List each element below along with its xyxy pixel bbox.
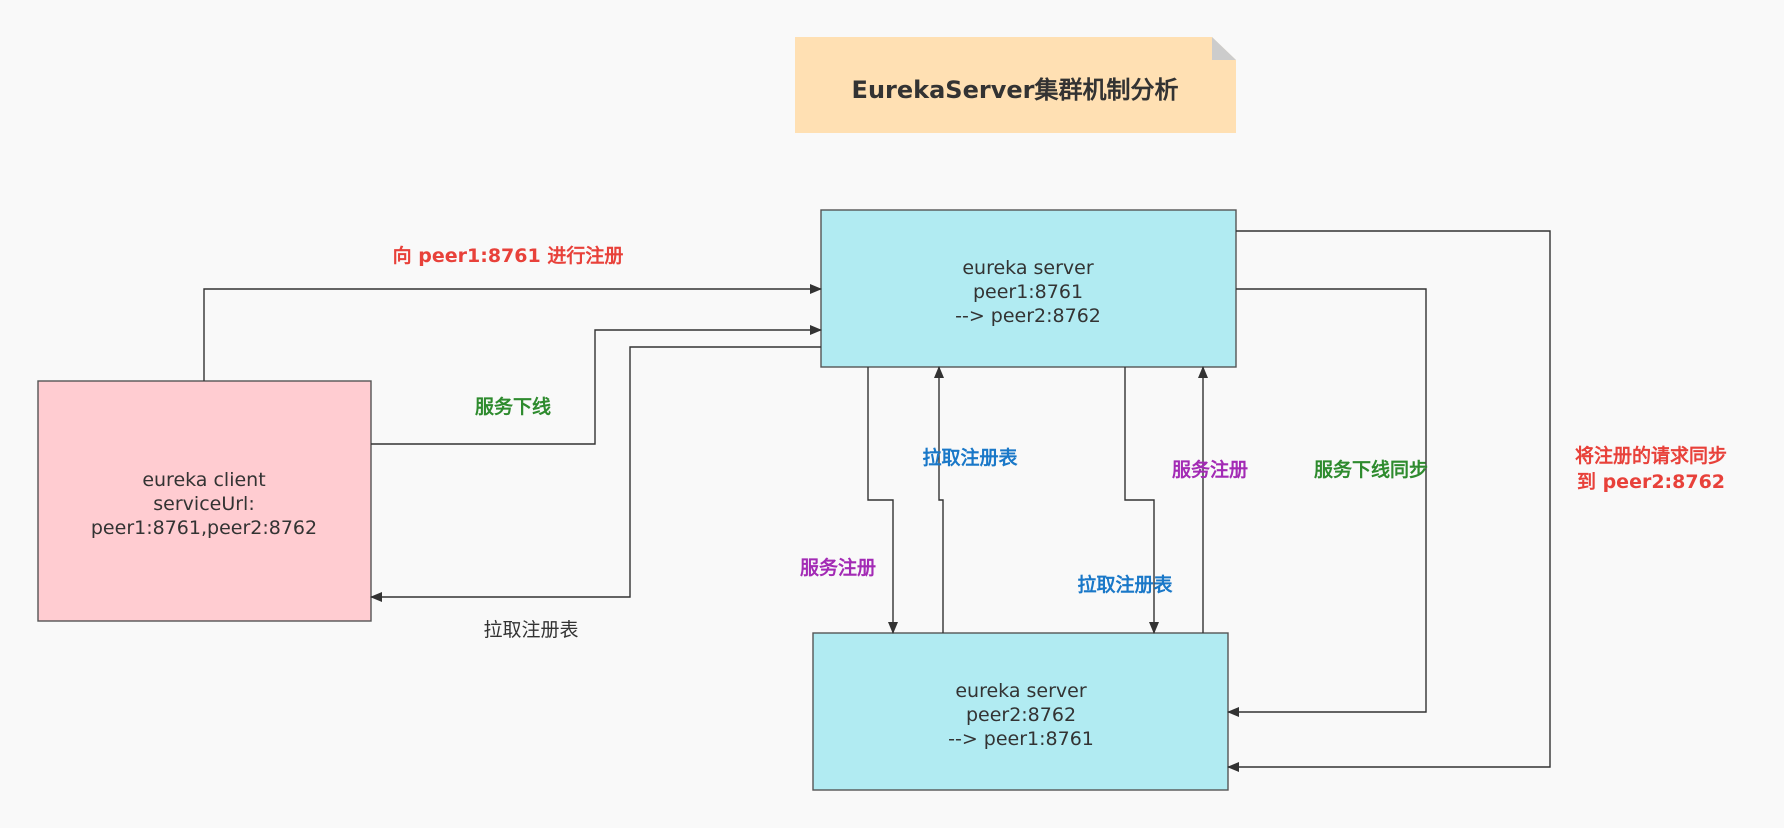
edge-offline-sync	[1227, 288, 1427, 717]
edge-peer1-fetch-to-peer2	[1124, 367, 1159, 634]
label-register-peer1: 向 peer1:8761 进行注册	[393, 244, 624, 267]
node-client-line-3: peer1:8761,peer2:8762	[91, 517, 317, 539]
label-peer2-register-to-peer1: 服务注册	[1172, 458, 1248, 481]
label-client-fetch: 拉取注册表	[483, 619, 578, 641]
node-eureka-client[interactable]: eureka client serviceUrl: peer1:8761,pee…	[37, 380, 372, 622]
diagram-title: EurekaServer集群机制分析	[852, 76, 1179, 104]
node-peer1-box	[820, 209, 1237, 368]
edge-client-register-peer1	[203, 284, 822, 381]
node-peer1-line-2: peer1:8761	[973, 281, 1083, 303]
node-peer1-line-1: eureka server	[962, 257, 1094, 279]
node-peer2-line-2: peer2:8762	[966, 704, 1076, 726]
node-eureka-server-peer1[interactable]: eureka server peer1:8761 --> peer2:8762	[820, 209, 1237, 368]
edge-peer1-register-to-peer2	[867, 367, 898, 634]
node-peer2-line-3: --> peer1:8761	[948, 728, 1094, 750]
label-client-offline: 服务下线	[475, 395, 551, 418]
label-peer1-register-to-peer2: 服务注册	[800, 556, 876, 579]
label-peer1-fetch-to-peer2: 拉取注册表	[1077, 573, 1173, 596]
node-client-box	[37, 380, 372, 622]
edge-client-offline-peer1	[371, 325, 822, 445]
label-peer2-fetch-from-peer1: 拉取注册表	[922, 446, 1018, 469]
edge-peer1-to-client-fetch	[370, 346, 821, 602]
node-peer1-line-3: --> peer2:8762	[955, 305, 1101, 327]
title-note: EurekaServer集群机制分析	[795, 37, 1236, 133]
label-register-sync-line-1: 将注册的请求同步	[1575, 444, 1727, 467]
edge-register-sync	[1227, 230, 1551, 772]
node-peer2-line-1: eureka server	[955, 680, 1087, 702]
edge-peer2-fetch-from-peer1	[934, 366, 944, 633]
label-offline-sync: 服务下线同步	[1314, 458, 1428, 481]
label-register-sync-line-2: 到 peer2:8762	[1577, 471, 1725, 493]
node-client-line-1: eureka client	[142, 469, 265, 491]
title-note-shape	[795, 37, 1236, 133]
title-note-fold	[1212, 37, 1236, 60]
node-client-line-2: serviceUrl:	[153, 493, 254, 515]
node-eureka-server-peer2[interactable]: eureka server peer2:8762 --> peer1:8761	[812, 632, 1229, 791]
